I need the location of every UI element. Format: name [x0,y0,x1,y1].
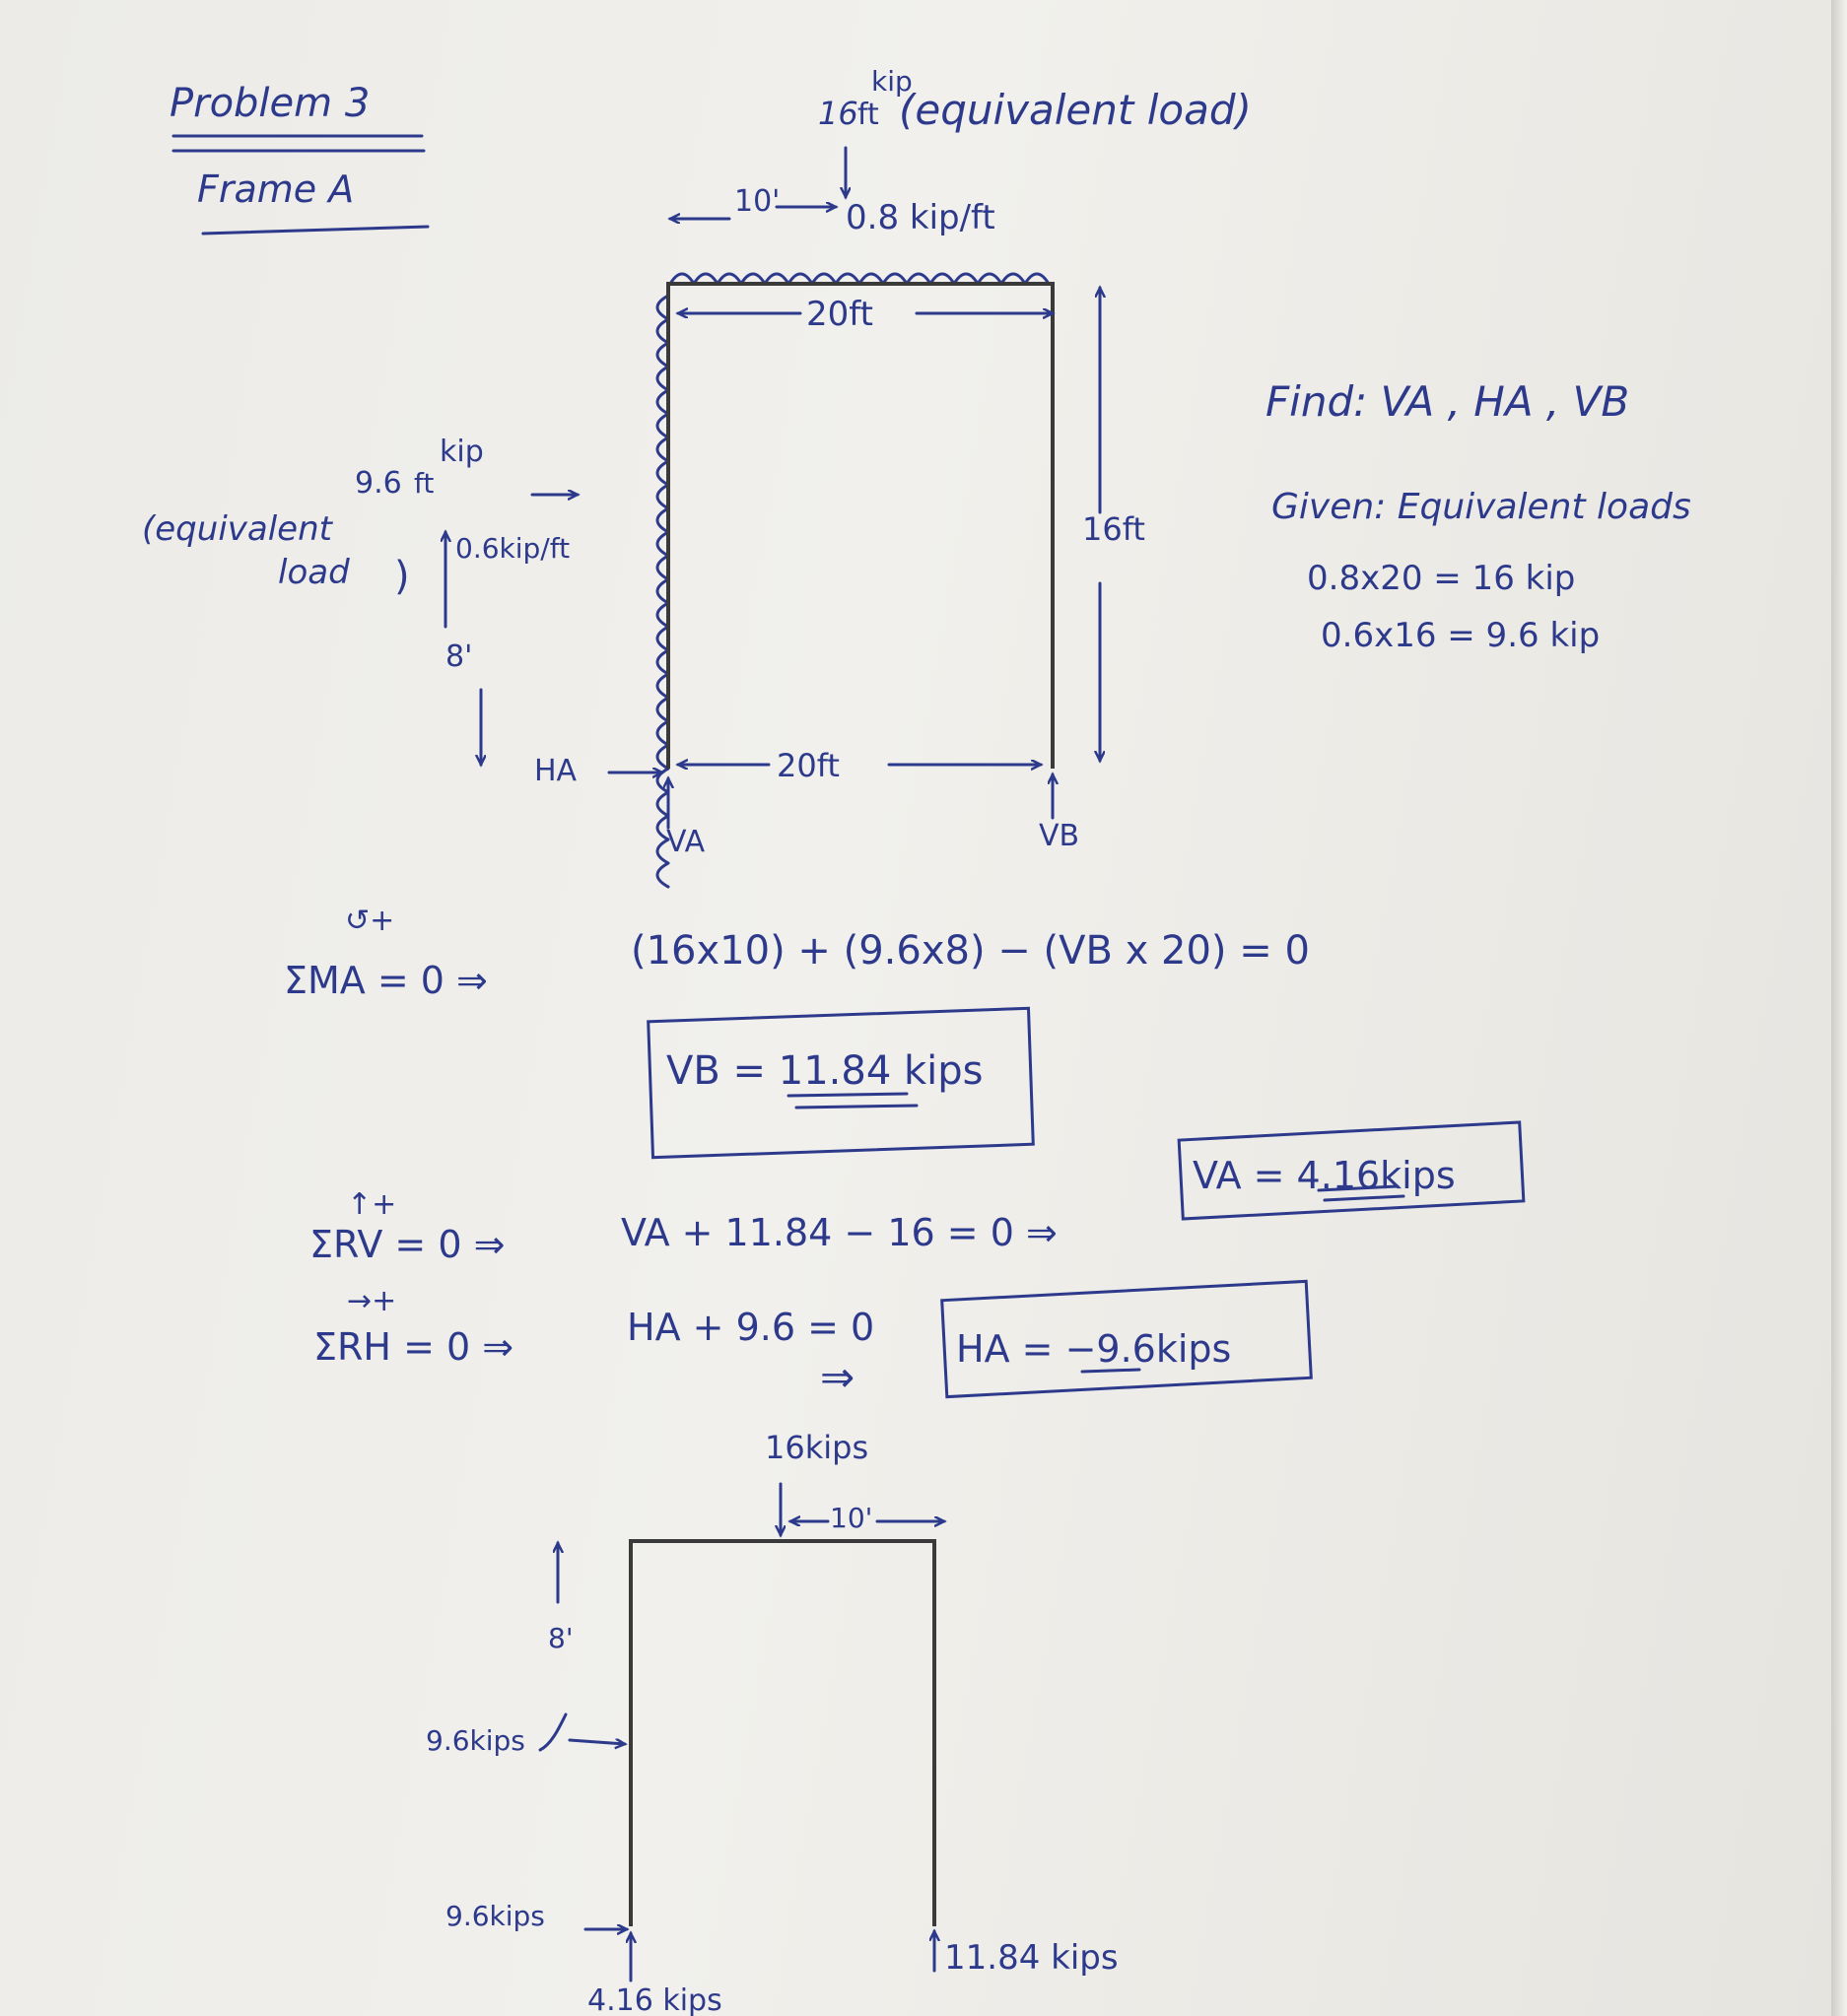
fbd-top-load: 16kips [765,1429,868,1466]
ha-result-box [940,1279,1313,1399]
top-load-intensity: 0.8 kip/ft [846,198,995,237]
horizontal-lhs: ΣRH = 0 ⇒ [313,1325,513,1369]
frame-a [666,282,1055,769]
fbd-side-load: 9.6kips [426,1724,525,1757]
height-label: 16ft [1082,510,1145,548]
fbd-side-load-arrow [568,1740,625,1744]
left-load-paren: ) [394,554,410,599]
vb-result-box [647,1006,1035,1160]
find-line: Find: VA , HA , VB [1266,377,1629,426]
given-label: Given: Equivalent loads [1271,487,1691,527]
left-distributed-load [655,294,670,889]
left-load-magnitude: 9.6 [355,466,402,501]
va-label: VA [666,825,706,859]
top-load-ft: ft [857,98,879,132]
vb-result-underline-2 [794,1104,919,1109]
left-load-ft: ft [414,467,434,500]
horizontal-rhs: HA + 9.6 = 0 [627,1306,874,1349]
vertical-sign: ↑+ [347,1187,396,1222]
top-load-note: (equivalent load) [899,86,1252,134]
fbd-side-distance: 8' [548,1622,574,1654]
horizontal-sign: →+ [347,1284,396,1318]
va-result-box [1177,1120,1526,1221]
ha-result-underline [1080,1368,1141,1374]
va-result-underline-2 [1323,1194,1405,1202]
vb-result-underline-1 [787,1092,909,1098]
fbd-top-distance: 10' [830,1502,872,1534]
moment-sign: ↺+ [345,904,394,938]
left-load-unit: kip [440,435,484,469]
top-span-label: 20ft [806,295,873,334]
implies-symbol: ⇒ [820,1353,855,1401]
fbd-ha-load: 9.6kips [445,1900,545,1932]
vb-result: VB = 11.84 kips [666,1048,983,1094]
moment-lhs: ΣMA = 0 ⇒ [284,959,488,1002]
given-eq-2: 0.6x16 = 9.6 kip [1321,616,1600,655]
vertical-lhs: ΣRV = 0 ⇒ [309,1223,505,1266]
left-load-note-2: load [278,553,350,592]
page-edge [1831,0,1847,2016]
left-load-note-1: (equivalent [142,509,334,549]
vb-label: VB [1039,819,1079,853]
ha-label: HA [534,754,578,788]
frame-subtitle: Frame A [197,168,354,211]
fbd-frame [629,1539,936,1926]
given-eq-1: 0.8x20 = 16 kip [1307,559,1575,598]
vertical-rhs: VA + 11.84 − 16 = 0 ⇒ [621,1211,1058,1254]
subtitle-underline [201,225,430,235]
left-load-distance: 8' [445,639,472,674]
top-load-magnitude: 16 [818,95,858,132]
top-load-unit: kip [871,65,913,98]
bottom-span-label: 20ft [777,747,840,784]
moment-rhs: (16x10) + (9.6x8) − (VB x 20) = 0 [631,928,1310,974]
va-result-underline-1 [1317,1184,1400,1192]
top-load-distance: 10' [734,184,780,219]
problem-title: Problem 3 [170,81,370,126]
fbd-vb-load: 11.84 kips [944,1938,1119,1978]
fbd-va-load: 4.16 kips [587,1983,722,2016]
ha-result: HA = −9.6kips [956,1327,1231,1371]
fbd-side-leader [538,1713,568,1752]
left-load-intensity: 0.6kip/ft [455,532,570,565]
